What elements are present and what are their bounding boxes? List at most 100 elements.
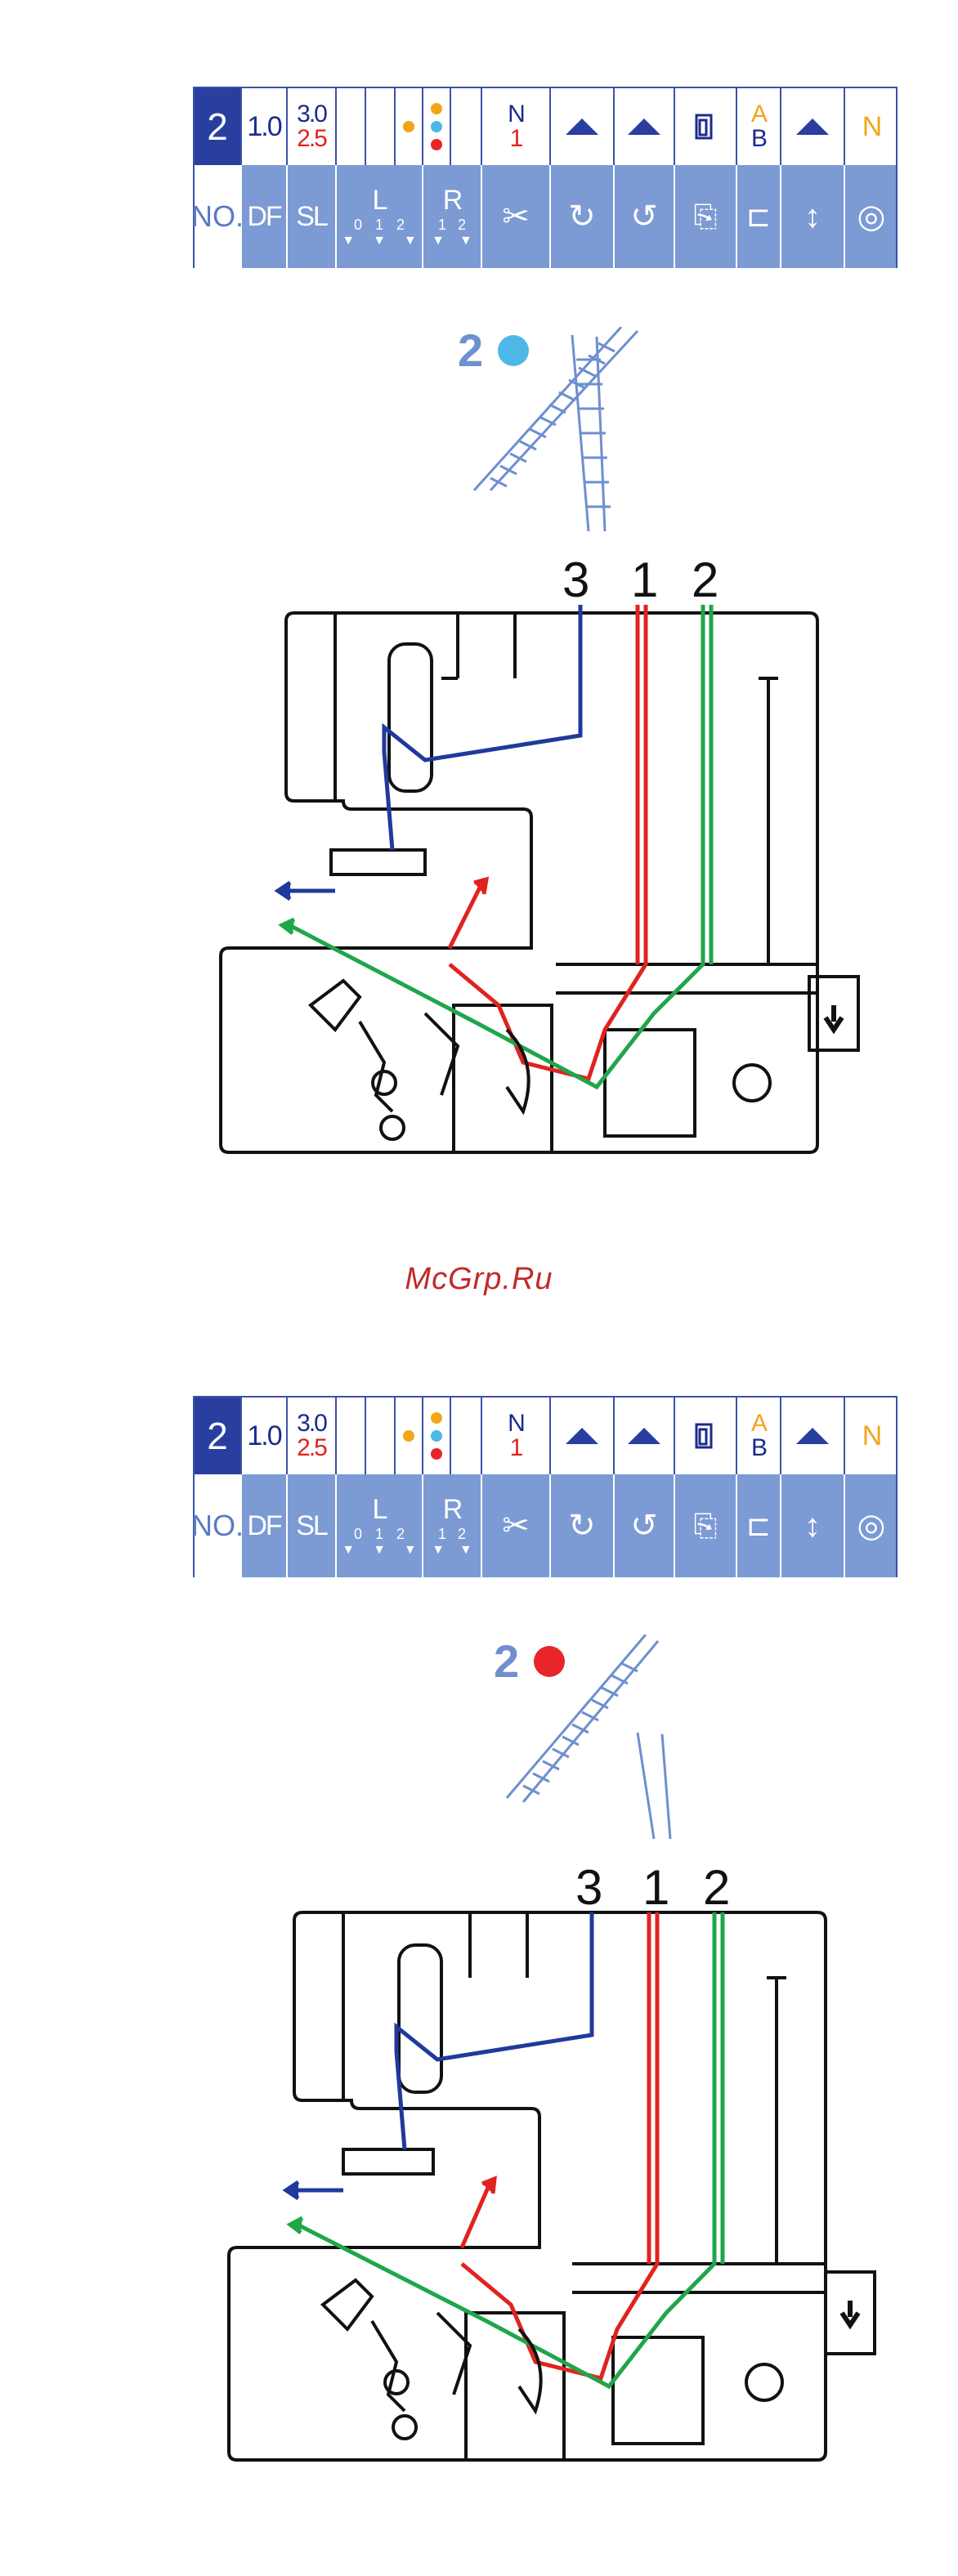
- lower-looper-icon-cell: ↺: [615, 165, 675, 268]
- threading-diagram: 3 1 2: [0, 1635, 958, 2484]
- thread-label-1: 1: [631, 552, 658, 607]
- red-thread-path: [450, 605, 646, 1079]
- stitch-length-bottom: 2.5: [297, 1436, 326, 1460]
- serger-body-outline: [221, 613, 858, 1152]
- empty-cell: [337, 1398, 366, 1474]
- left-needle-subs: 0 1 2: [354, 1526, 405, 1543]
- right-sub-1: 1: [438, 1526, 446, 1543]
- right-needle-cell: R 1 2 ▼▼: [423, 165, 482, 268]
- thread-label-3: 3: [562, 552, 589, 607]
- needle-icon: ▼: [432, 234, 445, 248]
- needle-label-bottom: 1: [510, 1436, 522, 1460]
- blue-thread-path: [278, 605, 580, 899]
- stitch-sample-illustration: [474, 327, 638, 531]
- empty-cell: [366, 88, 396, 165]
- thread-spool-icon: ◎: [857, 1507, 886, 1545]
- plate-icon-cell: [675, 88, 737, 165]
- left-needle-cell: L 0 1 2 ▼▼▼: [337, 165, 423, 268]
- triangle-up-icon: [796, 119, 829, 135]
- plate-switch-icon-cell: ⎘: [675, 1474, 737, 1577]
- differential-feed-value: 1.0: [242, 1398, 288, 1474]
- needle-icon: ▼: [404, 234, 417, 248]
- plate-switch-icon: ⎘: [694, 199, 718, 235]
- left-sub-0: 0: [354, 1526, 362, 1543]
- settings-row-values: 2 1.0 3.0 2.5 N 1 A B N: [195, 88, 896, 165]
- needle-icon: ▼: [373, 1543, 386, 1558]
- needle-value: N 1: [482, 88, 551, 165]
- stitch-plate-icon: [692, 1421, 719, 1451]
- thread-label-3: 3: [575, 1860, 602, 1915]
- left-sub-2: 2: [396, 1526, 405, 1543]
- converter-icon: ↺: [630, 1507, 658, 1545]
- lever-up-2: [615, 88, 675, 165]
- needle-label-top: N: [508, 1411, 524, 1436]
- red-dot: [431, 1448, 442, 1460]
- lever-up-2: [615, 1398, 675, 1474]
- stitch-length-bottom: 2.5: [297, 127, 326, 151]
- scissors-icon: ✂: [502, 1507, 530, 1545]
- needle-icon: ▼: [373, 234, 386, 248]
- needle-icon: ▼: [342, 1543, 355, 1558]
- presser-foot-icon-cell: ⊏: [737, 165, 781, 268]
- arrow-down-icon: [842, 2301, 858, 2325]
- right-needle-subs: 1 2: [438, 217, 466, 234]
- upper-looper-icon-cell: ↻: [551, 1474, 615, 1577]
- thread-label-2: 2: [692, 552, 718, 607]
- stitch-sample-illustration: [507, 1635, 670, 1839]
- right-needle-cell: R 1 2 ▼▼: [423, 1474, 482, 1577]
- needle-icon: ▼: [459, 234, 472, 248]
- left-sub-1: 1: [375, 217, 383, 234]
- plate-bottom: B: [751, 127, 766, 151]
- empty-cell: [366, 1398, 396, 1474]
- plate-value: A B: [737, 1398, 781, 1474]
- plate-icon-cell: [675, 1398, 737, 1474]
- right-sub-1: 1: [438, 217, 446, 234]
- needle-icons: ▼ ▼ ▼: [342, 234, 417, 248]
- thread-icon-cell: ◎: [845, 1474, 898, 1577]
- right-needle-label: R: [443, 185, 462, 217]
- triangle-up-icon: [566, 119, 598, 135]
- serger-body-outline: [229, 1912, 875, 2460]
- converter-icon: ↺: [630, 198, 658, 235]
- right-sub-2: 2: [458, 1526, 466, 1543]
- triangle-up-icon: [628, 119, 660, 135]
- plate-top: A: [751, 102, 766, 127]
- needle-icons: ▼▼: [432, 1543, 472, 1558]
- stitch-length-value: 3.0 2.5: [288, 88, 337, 165]
- thread-spool-icon: ◎: [857, 198, 886, 235]
- right-needle-subs: 1 2: [438, 1526, 466, 1543]
- tension-dots-2: [423, 1398, 451, 1474]
- lever-up-3: [781, 88, 845, 165]
- width-arrow-icon: ↕: [804, 199, 821, 235]
- looper-icon: ↻: [568, 198, 596, 235]
- cyan-dot: [431, 1430, 442, 1442]
- presser-foot-icon-cell: ⊏: [737, 1474, 781, 1577]
- red-dot: [431, 139, 442, 150]
- thread-label-2: 2: [703, 1860, 730, 1915]
- cutter-icon-cell: ✂: [482, 1474, 551, 1577]
- plate-switch-icon-cell: ⎘: [675, 165, 737, 268]
- needle-icon: ▼: [342, 234, 355, 248]
- settings-table: 2 1.0 3.0 2.5 N 1 A B N: [193, 87, 898, 268]
- settings-row-values: 2 1.0 3.0 2.5 N 1 A B N: [195, 1398, 896, 1474]
- empty-cell: [451, 88, 482, 165]
- stitch-number: 2: [195, 1398, 242, 1474]
- triangle-up-icon: [628, 1428, 660, 1444]
- cutter-icon-cell: ✂: [482, 165, 551, 268]
- needle-icons: ▼▼: [432, 234, 472, 248]
- empty-cell: [451, 1398, 482, 1474]
- stitch-length-top: 3.0: [297, 1411, 326, 1436]
- stitch-number: 2: [195, 88, 242, 165]
- tension-dots-2: [423, 88, 451, 165]
- left-needle-subs: 0 1 2: [354, 217, 405, 234]
- thread-icon-cell: ◎: [845, 165, 898, 268]
- needle-icons: ▼▼▼: [342, 1543, 417, 1558]
- needle-label-top: N: [508, 102, 524, 127]
- orange-dot: [403, 1430, 414, 1442]
- red-thread-path: [462, 1912, 657, 2378]
- plate-switch-icon: ⎘: [694, 1509, 718, 1544]
- right-sub-2: 2: [458, 217, 466, 234]
- looper-icon: ↻: [568, 1507, 596, 1545]
- left-sub-0: 0: [354, 217, 362, 234]
- settings-table: 2 1.0 3.0 2.5 N 1 A B N: [193, 1396, 898, 1577]
